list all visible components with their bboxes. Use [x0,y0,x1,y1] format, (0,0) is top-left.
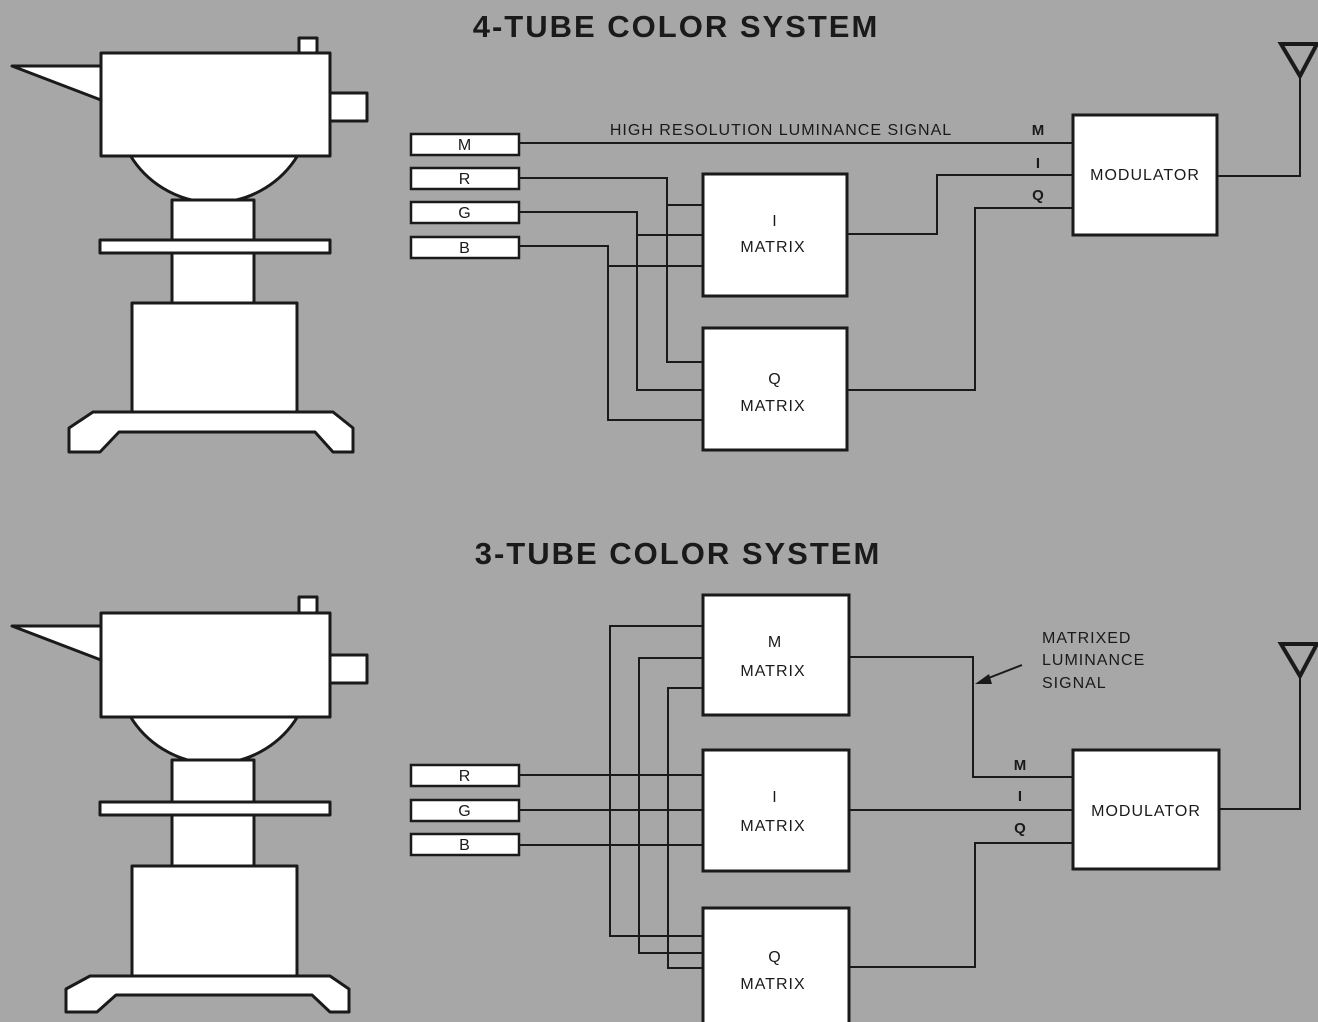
svg-text:R: R [459,768,472,785]
signal-I: I [1036,155,1040,172]
matrixed-luminance-annotation: MATRIXED LUMINANCE SIGNAL [1042,630,1145,692]
svg-text:I: I [772,789,777,806]
svg-text:MATRIXED: MATRIXED [1042,630,1131,647]
four-tube-title: 4-TUBE COLOR SYSTEM [473,9,880,44]
signal-M: M [1014,757,1027,774]
antenna-icon [1277,642,1318,681]
bottom-m-matrix: M MATRIX [701,593,851,717]
camera-icon [10,36,369,454]
antenna-icon [1277,42,1318,81]
top-wires [519,76,1301,421]
bottom-modulator: MODULATOR [1071,748,1221,871]
three-tube-section: 3-TUBE COLOR SYSTEM R G B [10,536,1318,1022]
svg-text:B: B [459,240,471,257]
svg-text:MATRIX: MATRIX [740,818,805,835]
signal-M: M [1032,122,1045,139]
svg-text:SIGNAL: SIGNAL [1042,675,1107,692]
svg-text:G: G [458,803,471,820]
camera-icon [10,595,369,1014]
svg-text:Q: Q [768,371,781,388]
luminance-label: HIGH RESOLUTION LUMINANCE SIGNAL [610,122,952,139]
four-tube-section: 4-TUBE COLOR SYSTEM M R G B [10,9,1318,454]
svg-text:M: M [768,634,782,651]
svg-text:MATRIX: MATRIX [740,976,805,993]
bottom-wires [519,625,1301,969]
top-modulator: MODULATOR [1071,113,1219,237]
signal-I: I [1018,788,1022,805]
signal-Q: Q [1014,820,1026,837]
svg-text:B: B [459,837,471,854]
svg-text:M: M [458,137,472,154]
svg-text:I: I [772,213,777,230]
tube-R: R [409,763,521,788]
three-tube-title: 3-TUBE COLOR SYSTEM [475,536,882,571]
tube-M: M [409,132,521,157]
bottom-i-matrix: I MATRIX [701,748,851,873]
top-i-matrix: I MATRIX [701,172,849,298]
top-signal-labels: M I Q [1032,122,1045,204]
tube-G: G [409,798,521,823]
bottom-signal-labels: M I Q [1014,757,1027,837]
svg-text:MATRIX: MATRIX [740,663,805,680]
top-q-matrix: Q MATRIX [701,326,849,452]
svg-text:MATRIX: MATRIX [740,398,805,415]
svg-text:G: G [458,205,471,222]
bottom-q-matrix: Q MATRIX [701,906,851,1022]
svg-text:MODULATOR: MODULATOR [1091,803,1201,820]
svg-text:R: R [459,171,472,188]
svg-text:MATRIX: MATRIX [740,239,805,256]
tube-G: G [409,200,521,225]
svg-text:MODULATOR: MODULATOR [1090,167,1200,184]
tube-B: B [409,235,521,260]
svg-text:Q: Q [768,949,781,966]
signal-Q: Q [1032,187,1044,204]
svg-text:LUMINANCE: LUMINANCE [1042,652,1145,669]
tube-R: R [409,166,521,191]
tube-B: B [409,832,521,857]
